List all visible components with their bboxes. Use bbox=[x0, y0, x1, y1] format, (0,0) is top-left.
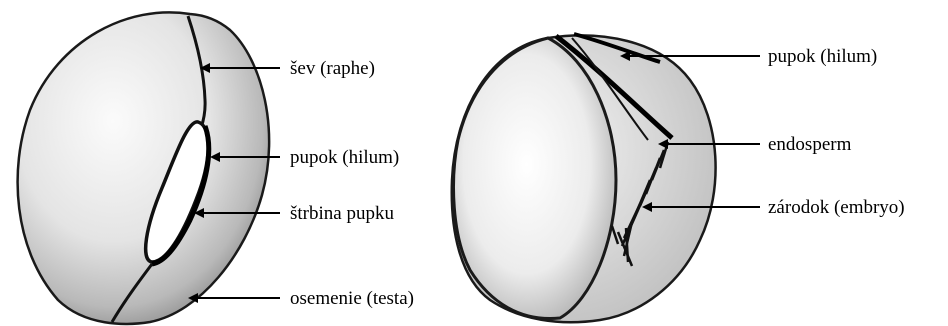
label-embryo: zárodok (embryo) bbox=[768, 198, 905, 217]
label-hilum-left: pupok (hilum) bbox=[290, 148, 399, 167]
left-seed bbox=[18, 12, 270, 324]
label-slit: štrbina pupku bbox=[290, 204, 394, 223]
label-testa: osemenie (testa) bbox=[290, 289, 414, 308]
right-seed bbox=[452, 34, 716, 322]
label-hilum-right: pupok (hilum) bbox=[768, 47, 877, 66]
label-endosperm: endosperm bbox=[768, 135, 851, 154]
label-raphe: šev (raphe) bbox=[290, 59, 375, 78]
cotyledon-face bbox=[454, 38, 616, 319]
